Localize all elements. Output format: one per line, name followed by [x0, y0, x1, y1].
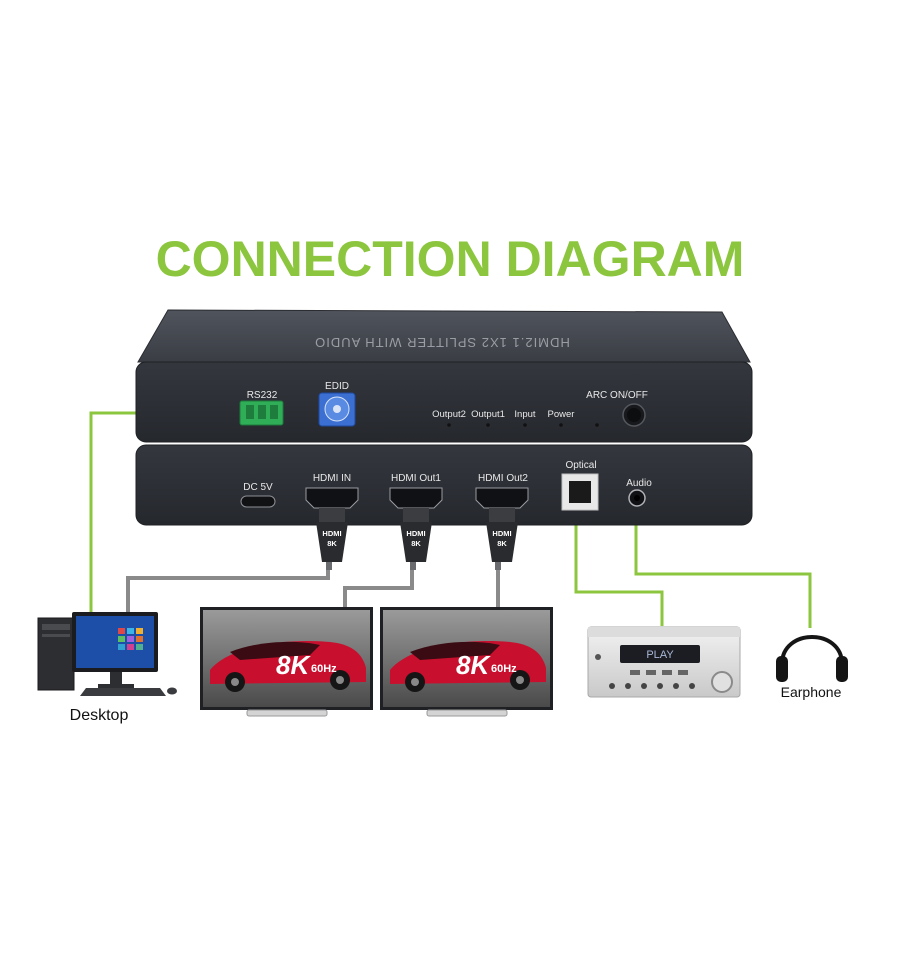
optical-port [561, 473, 599, 511]
receiver-buttons [609, 670, 695, 689]
cable-out2-text-2: 8K [497, 539, 507, 548]
wire-hdmi-out1-tv1 [343, 568, 414, 608]
led-output1 [486, 423, 490, 427]
hdmi-out1-port [389, 487, 443, 509]
desktop-label: Desktop [70, 707, 129, 724]
device-top [137, 309, 751, 363]
desktop-mouse [167, 687, 177, 695]
rs232-label: RS232 [247, 390, 278, 401]
tv-2-stand [426, 709, 508, 717]
hdmi-in-port [305, 487, 359, 509]
tv-1: 8K 60Hz [200, 607, 373, 717]
edid-dial[interactable] [318, 392, 356, 427]
hdmi-out2-port [475, 487, 529, 509]
tv-1-hz-text: 60Hz [311, 663, 337, 675]
led-power-label: Power [548, 409, 575, 420]
edid-label: EDID [325, 381, 349, 392]
hdmi-out1-label: HDMI Out1 [391, 473, 441, 484]
hdmi-in-label: HDMI IN [313, 473, 351, 484]
hdmi-out2-label: HDMI Out2 [478, 473, 528, 484]
tv-1-8k-text: 8K [276, 650, 311, 680]
desktop-screen-tiles [118, 628, 143, 650]
earphone-label: Earphone [781, 684, 842, 700]
led-output2 [447, 423, 451, 427]
receiver-display [620, 645, 700, 663]
desktop-keyboard [80, 688, 166, 696]
arc-label: ARC ON/OFF [586, 390, 648, 401]
device-model-label: HDMI2.1 1X2 SPLITTER WITH AUDIO [314, 335, 570, 350]
cable-in-text-2: 8K [327, 539, 337, 548]
tv-2: 8K 60Hz [380, 607, 553, 717]
headphone-left-cup [776, 656, 788, 682]
rs232-terminal [239, 400, 284, 426]
wire-optical-receiver [574, 518, 664, 626]
cable-in-text-1: HDMI [322, 529, 341, 538]
led-arc [595, 423, 599, 427]
av-receiver: PLAY [587, 626, 741, 698]
dc-port [240, 495, 276, 508]
cable-out2-text-1: HDMI [492, 529, 511, 538]
led-output2-label: Output2 [432, 409, 466, 420]
tv-1-stand [246, 709, 328, 717]
tv-2-8k-text: 8K [456, 650, 491, 680]
splitter-device: HDMI2.1 1X2 SPLITTER WITH AUDIO RS232 ED… [135, 309, 753, 526]
wire-hdmi-in-desktop [126, 568, 330, 620]
diagram-title: CONNECTION DIAGRAM [156, 231, 745, 287]
hdmi-cable-out2: HDMI 8K [486, 508, 518, 570]
cable-out1-text-1: HDMI [406, 529, 425, 538]
hdmi-cable-out1: HDMI 8K [400, 508, 432, 570]
led-input [523, 423, 527, 427]
dc-label: DC 5V [243, 482, 273, 493]
cable-out1-text-2: 8K [411, 539, 421, 548]
optical-label: Optical [565, 460, 596, 471]
hdmi-cable-in: HDMI 8K [316, 508, 348, 570]
wires [89, 411, 812, 628]
led-output1-label: Output1 [471, 409, 505, 420]
device-front-panel [135, 361, 753, 443]
led-power [559, 423, 563, 427]
receiver-display-text: PLAY [646, 649, 674, 661]
headphone-band [780, 635, 844, 665]
device-rear-panel [135, 444, 753, 526]
audio-jack [628, 489, 646, 507]
wire-audio-earphone [634, 518, 812, 628]
earphone: Earphone [776, 635, 848, 700]
tv-2-hz-text: 60Hz [491, 663, 517, 675]
desktop-computer: Desktop [37, 612, 177, 724]
led-input-label: Input [514, 409, 535, 420]
receiver-knob [711, 671, 733, 693]
headphone-right-cup [836, 656, 848, 682]
audio-label: Audio [626, 478, 652, 489]
arc-button[interactable] [622, 403, 646, 427]
